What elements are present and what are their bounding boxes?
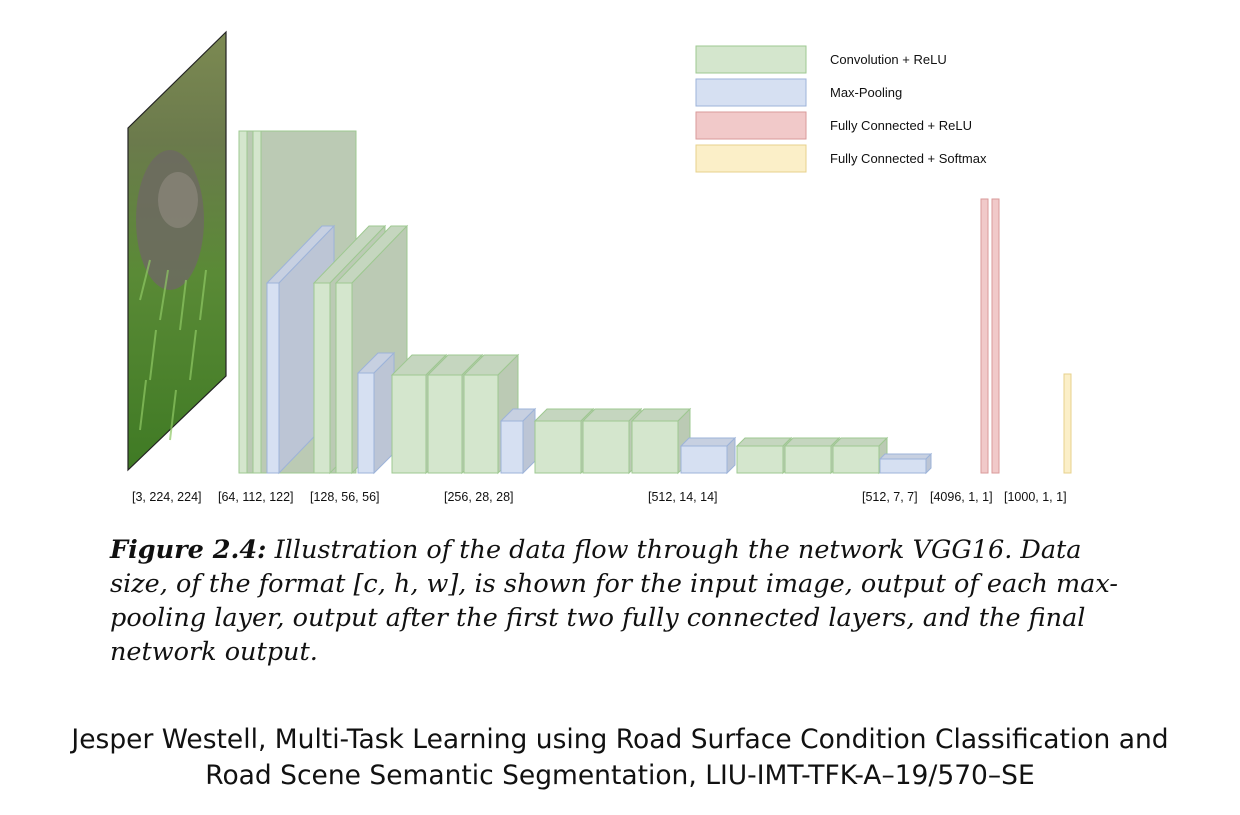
conv-block-16 xyxy=(783,436,841,475)
input-image xyxy=(127,30,227,472)
data-size-label-1: [3, 224, 224] xyxy=(132,490,202,504)
caption-text: Illustration of the data flow through th… xyxy=(110,535,1118,667)
pool-block-14 xyxy=(679,436,737,475)
conv-block-15 xyxy=(735,436,793,475)
data-size-label-7: [4096, 1, 1] xyxy=(930,490,993,504)
footer-line-1: Jesper Westell, Multi-Task Learning usin… xyxy=(71,724,1169,755)
figure-label: Figure 2.4: xyxy=(110,535,267,565)
pool-block-10 xyxy=(499,407,537,475)
legend-swatch-4 xyxy=(695,144,807,173)
data-size-label-5: [512, 14, 14] xyxy=(648,490,718,504)
fc-block-20 xyxy=(991,198,1000,474)
pool-block-18 xyxy=(878,452,933,475)
conv-block-17 xyxy=(831,436,889,475)
legend-swatch-3 xyxy=(695,111,807,140)
legend-label-2: Max-Pooling xyxy=(830,85,902,100)
data-size-label-8: [1000, 1, 1] xyxy=(1004,490,1067,504)
layer-blocks xyxy=(238,130,1072,475)
fc-block-19 xyxy=(980,198,989,474)
data-size-label-3: [128, 56, 56] xyxy=(310,490,380,504)
figure-caption: Figure 2.4: Illustration of the data flo… xyxy=(110,533,1120,669)
legend-swatch-1 xyxy=(695,45,807,74)
legend-label-4: Fully Connected + Softmax xyxy=(830,151,987,166)
data-size-label-2: [64, 112, 122] xyxy=(218,490,294,504)
pool-block-6 xyxy=(356,351,396,475)
legend-label-3: Fully Connected + ReLU xyxy=(830,118,972,133)
data-size-label-6: [512, 7, 7] xyxy=(862,490,918,504)
legend-swatch-2 xyxy=(695,78,807,107)
footer-line-2: Road Scene Semantic Segmentation, LIU-IM… xyxy=(205,760,1035,791)
footer: Jesper Westell, Multi-Task Learning usin… xyxy=(0,722,1240,794)
legend-label-1: Convolution + ReLU xyxy=(830,52,947,67)
data-size-label-4: [256, 28, 28] xyxy=(444,490,514,504)
data-size-labels: [3, 224, 224] [64, 112, 122] [128, 56, 56]… xyxy=(132,490,1067,504)
soft-block-21 xyxy=(1063,373,1072,474)
